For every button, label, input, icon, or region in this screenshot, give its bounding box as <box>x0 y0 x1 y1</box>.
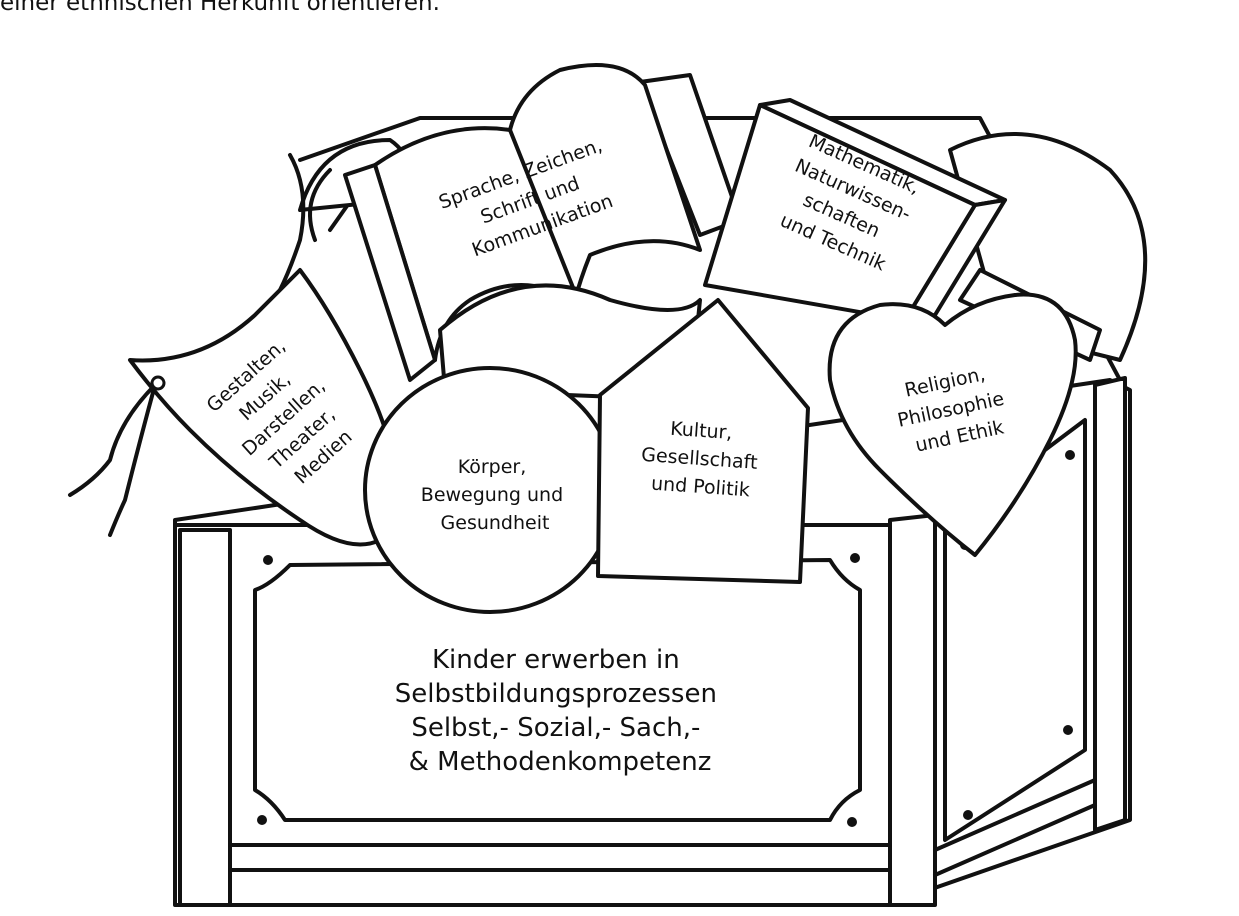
book-mathematik: Mathematik, Naturwissen- schaften und Te… <box>705 100 1005 320</box>
chest-line-4: & Methodenkompetenz <box>409 747 712 777</box>
chest-line-1: Kinder erwerben in <box>432 645 680 675</box>
chest-line-2: Selbstbildungsprozessen <box>395 679 717 709</box>
flag-gestalten: Gestalten, Musik, Darstellen, Theater, M… <box>70 155 396 545</box>
chest-line-3: Selbst,- Sozial,- Sach,- <box>411 713 700 743</box>
koerper-line-3: Gesundheit <box>441 512 550 534</box>
kultur-line-1: Kultur, <box>670 418 734 444</box>
koerper-line-1: Körper, <box>458 456 527 478</box>
koerper-line-2: Bewegung und <box>421 484 563 506</box>
circle-koerper: Körper, Bewegung und Gesundheit <box>365 368 615 612</box>
